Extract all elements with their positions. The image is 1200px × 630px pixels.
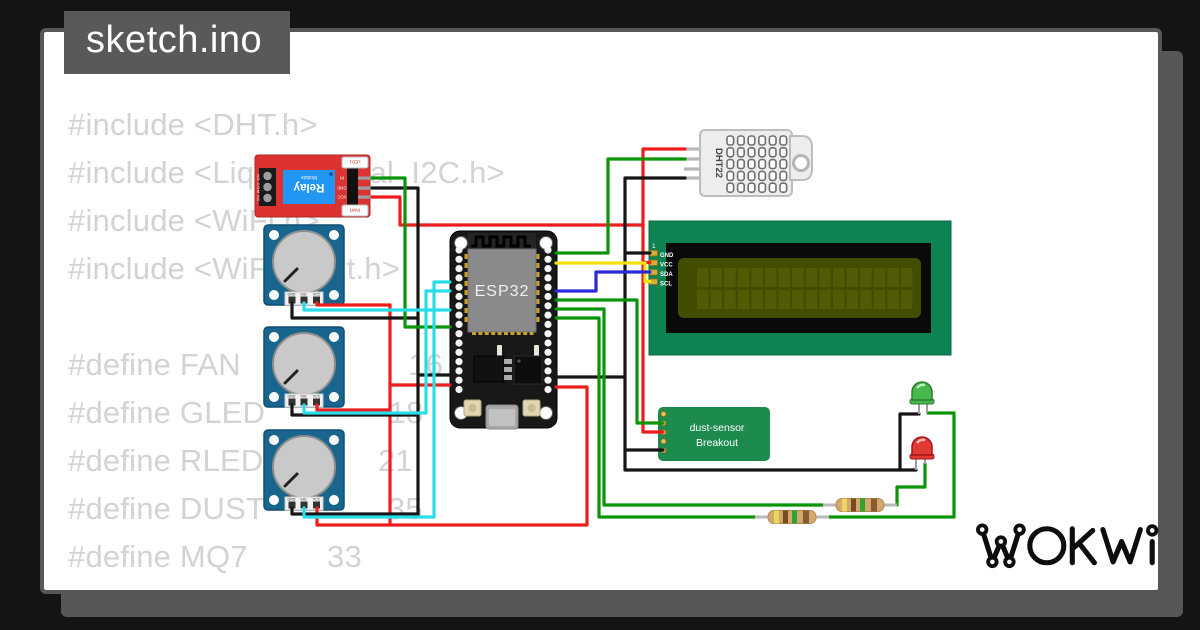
code-line: #include <WiFi.h> (68, 203, 320, 238)
code-line: #include <LiquidCrystal_I2C.h> (68, 155, 505, 190)
code-line: #define DUST 35 (68, 491, 423, 526)
code-line: #define MQ7 33 (68, 539, 362, 574)
code-line (68, 293, 505, 341)
code-line: #define RLED 21 (68, 443, 413, 478)
code-block: #include <DHT.h> #include <LiquidCrystal_… (68, 101, 505, 590)
code-line: #define GLED 18 (68, 395, 424, 430)
code-line: #include <WiFiClient.h> (68, 251, 400, 286)
window-title: sketch.ino (64, 11, 291, 74)
code-line: #include <DHT.h> (68, 107, 318, 142)
code-line: #define DHTPIN 32 (68, 581, 505, 590)
sketch-card: #include <DHT.h> #include <LiquidCrystal_… (40, 28, 1162, 594)
code-line: #define FAN 16 (68, 347, 444, 382)
